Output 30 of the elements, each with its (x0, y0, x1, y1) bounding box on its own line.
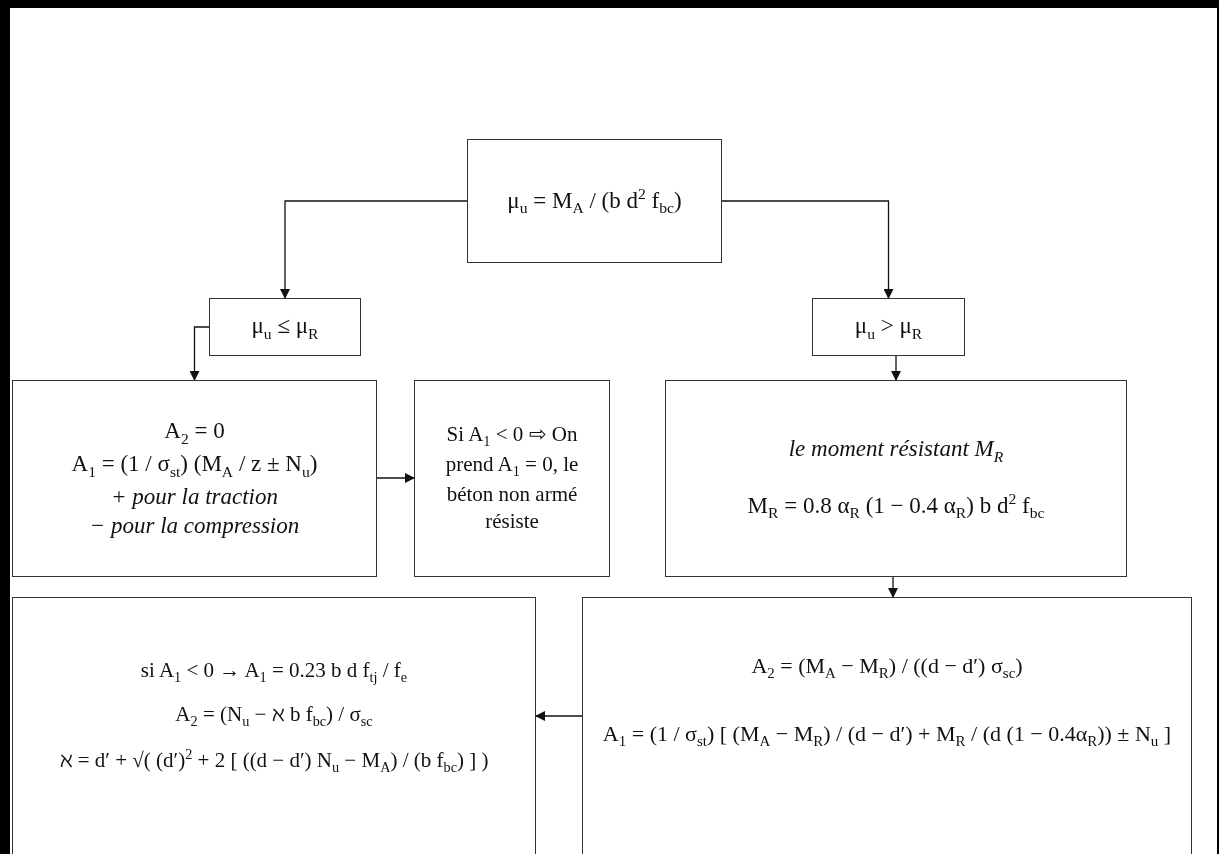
label-text: + pour la traction (111, 482, 278, 511)
formula-box (582, 597, 1192, 854)
formula-text: μ$_{u}$ > μ$_{R}$ (854, 311, 923, 344)
formula-text: μ$_{u}$ ≤ μ$_{R}$ (251, 311, 319, 344)
formula-text: M$_{R}$ = 0.8 α$_{R}$ (1 − 0.4 α$_{R}$) b d$^{2}$ f$_{bc}$ (747, 488, 1045, 523)
note-box (414, 380, 610, 577)
arrow (280, 200, 468, 299)
label-text: le moment résistant M$_{R}$ (788, 434, 1004, 467)
arrow (189, 326, 210, 381)
arrow (376, 473, 415, 483)
formula-text: si A$_{1}$ < 0 → A$_{1}$ = 0.23 b d f$_{tj}$ / f$_{e}$ (140, 657, 408, 688)
formula-text: A$_{2}$ = (M$_{A}$ − M$_{R}$) / ((d − d′) σ$_{sc}$) (751, 652, 1023, 684)
arrow (888, 576, 898, 598)
note-text: Si A$_{1}$ < 0 ⇨ On prend A$_{1}$ = 0, le béton non armé résiste (444, 421, 580, 536)
formula-box (12, 380, 377, 577)
condition-box (812, 298, 965, 356)
arrow (891, 355, 901, 381)
formula-text: A$_{2}$ = 0 (164, 416, 225, 449)
arrow (721, 200, 894, 299)
condition-box (209, 298, 361, 356)
formula-text: A$_{2}$ = (N$_{u}$ − ℵ b f$_{bc}$) / σ$_{sc}$ (175, 701, 373, 731)
label-text: − pour la compression (89, 512, 300, 541)
formula-text: A$_{1}$ = (1 / σ$_{st}$) [ (M$_{A}$ − M$_{R}$) / (d − d′) + M$_{R}$ / (d (1 − 0.4α$_{R}$)) ± N$_{u}$ ] (602, 720, 1172, 752)
formula-box (12, 597, 536, 854)
formula-box (467, 139, 722, 263)
formula-text: A$_{1}$ = (1 / σ$_{st}$) (M$_{A}$ / z ± N$_{u}$) (71, 449, 318, 482)
formula-text: ℵ = d′ + √( (d′)$^{2}$ + 2 [ ((d − d′) N$_{u}$ − M$_{A}$) / (b f$_{bc}$) ] ) (59, 744, 489, 777)
arrow (535, 711, 583, 721)
formula-text: μ$_{u}$ = M$_{A}$ / (b d$^{2}$ f$_{bc}$) (507, 183, 682, 218)
formula-box (665, 380, 1127, 577)
